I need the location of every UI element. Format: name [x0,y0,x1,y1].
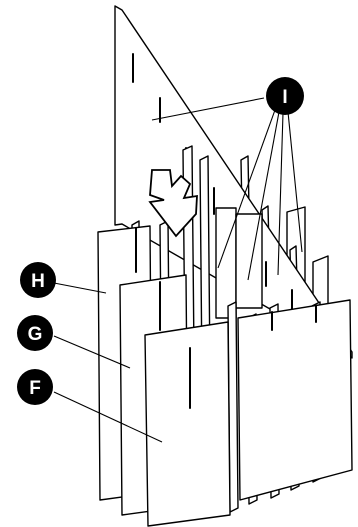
callout-h-label: H [31,271,45,292]
leader-i-2 [217,109,276,269]
mid-divider-5 [215,207,237,319]
callout-i-label: I [282,87,287,108]
front-right-dividers [227,299,353,513]
callout-h: H [20,262,56,298]
down-arrow-icon [148,169,198,238]
callout-f: F [17,369,53,405]
leader-i-5 [287,111,303,253]
leader-h [53,282,107,294]
leader-lines [53,97,303,443]
leader-i-3 [247,111,280,281]
leader-g [53,335,131,369]
callout-f-label: F [29,378,41,399]
leader-i-1 [151,97,265,121]
leader-f [53,391,163,443]
callout-i: I [266,77,304,115]
leader-i-4 [277,112,284,276]
panel-f [144,321,231,527]
front-right-wall [237,299,353,501]
callout-g-label: G [28,324,43,345]
callout-g: G [17,315,53,351]
